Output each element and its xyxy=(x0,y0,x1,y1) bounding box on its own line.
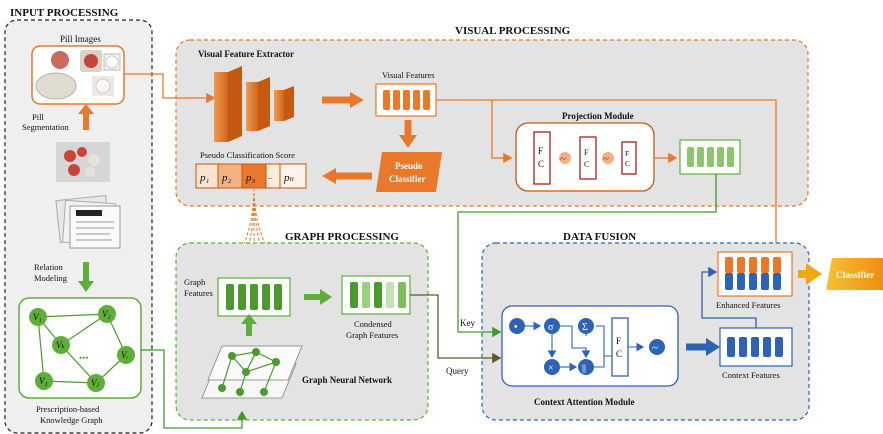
gnn-label: Graph Neural Network xyxy=(302,375,392,385)
data-fusion-title: DATA FUSION xyxy=(563,231,636,243)
visual-processing-title: VISUAL PROCESSING xyxy=(455,25,571,37)
kg-node-v2 xyxy=(98,305,116,323)
key-label: Key xyxy=(460,318,475,328)
score-cell-p3: p₃ xyxy=(245,172,256,184)
context-attention-module-box: • σ Σ × || ~ F C xyxy=(501,305,679,387)
pseudo-classifier-label-2: Classifier xyxy=(389,174,426,184)
op-tilde: ~ xyxy=(652,342,658,354)
fc2-f: F xyxy=(584,148,589,157)
relation-modeling-label-1: Relation xyxy=(34,262,64,272)
kg-node-v3 xyxy=(35,372,53,390)
enhanced-features-label: Enhanced Features xyxy=(716,300,780,310)
op-dot: • xyxy=(514,322,518,333)
kg-node-vi-label: Vᵢ xyxy=(121,350,128,360)
kg-node-v1-label: V₁ xyxy=(33,312,42,322)
visual-features-label: Visual Features xyxy=(382,70,435,80)
score-cell-p2: p₂ xyxy=(221,172,232,184)
projection-module-box: F C ~ F C ~ F C xyxy=(515,122,655,192)
visual-features-vector xyxy=(375,83,437,117)
pseudo-classifier-label-1: Pseudo xyxy=(395,161,423,171)
fc3-c: C xyxy=(625,159,630,168)
pseudo-score-label: Pseudo Classification Score xyxy=(200,150,295,160)
kg-node-vk-label: Vₖ xyxy=(56,340,65,350)
op-concat: || xyxy=(582,363,586,373)
projected-features-vector xyxy=(679,139,741,175)
input-processing-panel: INPUT PROCESSING Pill Images Pill Segmen… xyxy=(4,7,153,434)
fc2-c: C xyxy=(584,160,589,169)
query-arrow xyxy=(410,294,502,364)
context-features-vector xyxy=(719,327,793,367)
input-processing-title: INPUT PROCESSING xyxy=(10,7,119,19)
pill-images-label: Pill Images xyxy=(60,34,101,44)
fc1-c: C xyxy=(538,159,544,169)
condensed-label-1: Condensed xyxy=(354,319,393,329)
segmented-pills-photo xyxy=(56,142,110,182)
data-fusion-panel: DATA FUSION Key Query • xyxy=(410,174,810,421)
kg-to-gnn-arrow xyxy=(141,349,248,429)
op-mul: × xyxy=(548,363,554,374)
condensed-graph-features-vector xyxy=(341,275,411,315)
cnn-extractor-icon xyxy=(214,66,294,142)
prescription-documents-photo xyxy=(55,194,121,249)
features-to-projection-arrow xyxy=(436,99,513,164)
image-to-extractor-arrow xyxy=(124,73,216,104)
tilde-2: ~ xyxy=(603,153,609,165)
visual-processing-panel: VISUAL PROCESSING Visual Feature Extract… xyxy=(124,25,809,264)
condensed-label-2: Graph Features xyxy=(346,330,398,340)
kg-node-vi xyxy=(117,346,135,364)
context-features-label: Context Features xyxy=(722,370,780,380)
key-arrow xyxy=(457,174,717,338)
fc3-f: F xyxy=(625,149,629,158)
kg-caption-2: Knowledge Graph xyxy=(40,415,103,425)
score-cell-ellipsis: .. xyxy=(268,172,272,181)
graph-features-label-1: Graph xyxy=(184,277,206,287)
kg-caption-1: Prescription-based xyxy=(36,404,100,414)
kg-ellipsis: ••• xyxy=(79,353,88,363)
pseudo-score-vector: p₁ p₂ p₃ .. pₙ xyxy=(195,163,307,189)
pill-segmentation-label-2: Segmentation xyxy=(22,122,69,132)
pseudo-classifier-box: Pseudo Classifier xyxy=(376,152,442,192)
kg-node-vj xyxy=(87,374,105,392)
cam-fc-f: F xyxy=(616,336,621,346)
pill-segmentation-label-1: Pill xyxy=(32,112,44,122)
graph-processing-title: GRAPH PROCESSING xyxy=(285,231,399,243)
kg-node-vk xyxy=(52,336,70,354)
projection-module-label: Projection Module xyxy=(562,111,634,121)
kg-node-v1 xyxy=(29,308,47,326)
kg-node-v2-label: V₂ xyxy=(102,309,111,319)
score-cell-p1: p₁ xyxy=(199,172,210,184)
kg-node-v3-label: V₃ xyxy=(39,376,48,386)
graph-features-vector xyxy=(217,277,291,317)
visual-feature-extractor-label: Visual Feature Extractor xyxy=(198,49,294,59)
op-sigma: σ xyxy=(548,322,554,333)
enhanced-features-vector xyxy=(717,251,793,297)
pill-images-photo xyxy=(31,45,125,105)
graph-processing-panel: GRAPH PROCESSING Graph Features Condense… xyxy=(175,231,429,421)
relation-modeling-label-2: Modeling xyxy=(34,273,68,283)
score-cell-pn: pₙ xyxy=(283,172,294,184)
query-label: Query xyxy=(446,366,469,376)
graph-neural-network-icon xyxy=(201,345,303,399)
context-to-enhanced-arrow xyxy=(701,266,757,328)
fc1-f: F xyxy=(538,146,543,156)
knowledge-graph: V₁ V₂ Vₖ Vᵢ V₃ Vⱼ ••• xyxy=(18,297,142,399)
cam-fc-c: C xyxy=(616,349,622,359)
tilde-1: ~ xyxy=(560,153,566,165)
cam-label: Context Attention Module xyxy=(534,397,635,407)
classifier-box: Classifier xyxy=(826,258,883,290)
graph-features-label-2: Features xyxy=(184,288,213,298)
classifier-label: Classifier xyxy=(836,271,875,281)
kg-node-vj-label: Vⱼ xyxy=(91,378,99,388)
op-sum: Σ xyxy=(582,322,588,333)
